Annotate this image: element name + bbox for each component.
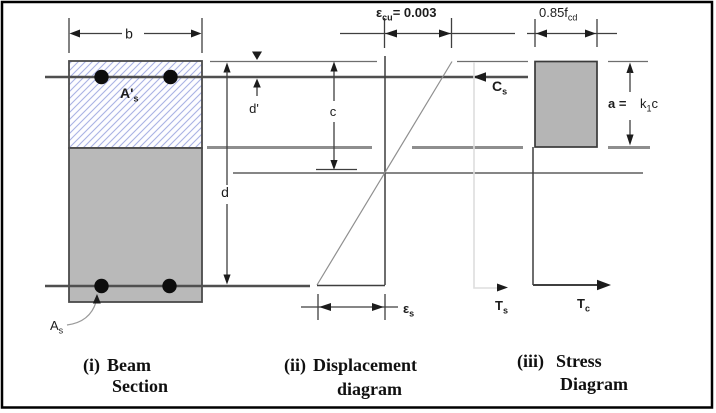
a-equals-label: a = <box>608 96 627 111</box>
right-arrowhead-icon <box>191 29 202 38</box>
tension-rebar-dot <box>94 278 109 294</box>
caption-line2: Section <box>112 376 168 396</box>
rebar-dots <box>94 69 178 294</box>
ts-force-arrowhead-icon <box>497 283 508 292</box>
compression-zone-hatched <box>68 60 203 149</box>
caption-line2: diagram <box>337 379 402 399</box>
left-arrowhead-icon <box>385 29 397 38</box>
caption-line2: Diagram <box>560 374 628 394</box>
down-arrowhead-icon <box>330 160 338 170</box>
c-dimension-label: c <box>330 104 337 119</box>
stress-block-label: 0.85fcd <box>539 5 577 23</box>
tc-force <box>532 147 611 291</box>
datum-triangle-icon <box>252 51 262 60</box>
tc-force-label: Tc <box>577 296 590 314</box>
compression-rebar-dot <box>163 69 178 85</box>
dimension-a-k1c: a = k1c <box>608 62 659 146</box>
strain-diagram <box>316 56 453 287</box>
left-arrowhead-icon <box>69 29 80 38</box>
ts-force-label: Ts <box>495 298 508 316</box>
caption-line1: Stress <box>556 351 602 371</box>
up-arrowhead-icon <box>626 62 634 73</box>
cs-force-arrowhead-icon <box>473 72 486 82</box>
dimension-d-prime: d' <box>249 51 262 116</box>
tension-steel-callout: As <box>50 294 101 336</box>
strain-profile-line <box>316 61 453 286</box>
right-arrowhead-icon <box>439 29 451 38</box>
tension-zone-concrete <box>68 147 203 303</box>
dimension-d: d <box>221 62 231 285</box>
dimension-b: b <box>68 18 203 53</box>
dimension-epsilon-cu: εcu= 0.003 <box>340 5 515 48</box>
caption-number: (i) <box>83 355 100 376</box>
cs-force-label: Cs <box>492 78 507 97</box>
k1c-label: k1c <box>640 96 659 114</box>
down-arrowhead-icon <box>223 274 231 285</box>
caption-stress-diagram: (iii) Stress Diagram <box>517 351 628 394</box>
stress-diagram: 0.85fcd a = k1c <box>527 5 659 148</box>
dimension-c: c <box>316 61 357 171</box>
b-dimension-label: b <box>125 26 133 42</box>
ts-force-line <box>473 62 498 289</box>
down-arrowhead-icon <box>626 134 634 146</box>
d-prime-label: d' <box>249 101 259 116</box>
tc-force-arrowhead-icon <box>597 279 611 291</box>
caption-number: (ii) <box>284 355 306 376</box>
up-arrowhead-icon <box>330 61 338 72</box>
tension-steel-label: As <box>50 318 64 336</box>
compression-steel-label: A's <box>120 85 138 104</box>
caption-line1: Beam <box>107 355 151 375</box>
epsilon-cu-label: εcu= 0.003 <box>376 5 436 23</box>
dimension-085fcd <box>527 19 617 47</box>
compression-steel-line <box>45 72 528 82</box>
right-arrowhead-icon <box>585 29 596 38</box>
caption-number: (iii) <box>517 351 544 372</box>
left-arrowhead-icon <box>536 29 547 38</box>
epsilon-s-label: εs <box>403 301 414 319</box>
caption-displacement-diagram: (ii) Displacement diagram <box>284 355 417 399</box>
up-arrowhead-icon <box>223 62 231 73</box>
d-dimension-label: d <box>221 184 229 200</box>
left-arrowhead-icon <box>319 303 331 311</box>
ts-force <box>473 62 508 292</box>
tension-rebar-dot <box>162 278 177 294</box>
dimension-epsilon-s: εs <box>301 294 414 320</box>
caption-line1: Displacement <box>313 355 417 375</box>
right-arrowhead-icon <box>372 303 384 311</box>
up-arrowhead-icon <box>253 78 261 88</box>
leader-arrowhead-icon <box>92 294 101 304</box>
caption-beam-section: (i) Beam Section <box>83 355 168 396</box>
beam-section <box>68 60 203 303</box>
compression-rebar-dot <box>94 69 109 85</box>
stress-block <box>534 60 598 148</box>
leader-curve <box>66 301 97 326</box>
